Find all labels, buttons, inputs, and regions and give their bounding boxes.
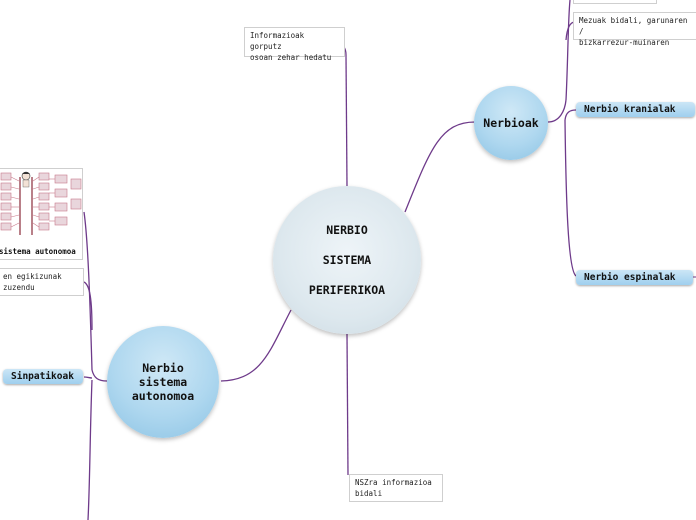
autonomoa-line-1: Nerbio (142, 361, 184, 375)
image-caption: sistema autonomoa (0, 247, 76, 256)
note-functions[interactable]: en egikizunak zuzendu (0, 268, 84, 296)
note-messages[interactable]: Mezuak bidali, garunaren / bizkarrezur-m… (573, 12, 696, 47)
link-auto-branch (91, 369, 108, 382)
link-nerbioak-branch (547, 99, 567, 123)
link-auto-functions (83, 281, 93, 331)
link-auto-down (87, 379, 93, 520)
autonomoa-node[interactable]: Nerbio sistema autonomoa (107, 326, 219, 438)
link-auto-up (83, 211, 93, 371)
autonomoa-line-3: autonomoa (131, 389, 195, 403)
link-auto-sinpatikoak (83, 376, 93, 379)
link-branch-up (565, 0, 571, 101)
link-branch-kranialak (564, 109, 577, 121)
pill-nerbio-espinalak[interactable]: Nerbio espinalak (576, 270, 693, 285)
central-line-1: NERBIO (326, 222, 368, 237)
nerbioak-label: Nerbioak (483, 116, 539, 130)
autonomic-diagram-image[interactable]: sistema autonomoa (0, 168, 83, 260)
link-central-autonomoa (220, 309, 292, 382)
note-info-spread[interactable]: Informazioak gorputz osoan zehar hedatu (244, 27, 345, 62)
pill-nerbio-kranialak[interactable]: Nerbio kranialak (576, 102, 695, 117)
link-central-nerbioak (404, 121, 476, 213)
body-diagram-icon (0, 171, 82, 235)
note-send-nsz[interactable]: NSZra informazioa bidali (349, 474, 443, 502)
autonomoa-line-2: sistema (138, 375, 188, 389)
central-topic[interactable]: NERBIO SISTEMA PERIFERIKOA (273, 186, 421, 334)
note-top-clipped[interactable] (573, 0, 657, 4)
pill-sinpatikoak[interactable]: Sinpatikoak (3, 369, 83, 384)
link-central-info (345, 54, 348, 187)
central-line-2: SISTEMA (322, 252, 372, 267)
nerbioak-node[interactable]: Nerbioak (474, 86, 548, 160)
link-central-nsz (346, 333, 349, 476)
link-branch-espinalak (564, 119, 577, 277)
central-line-3: PERIFERIKOA (308, 282, 386, 297)
